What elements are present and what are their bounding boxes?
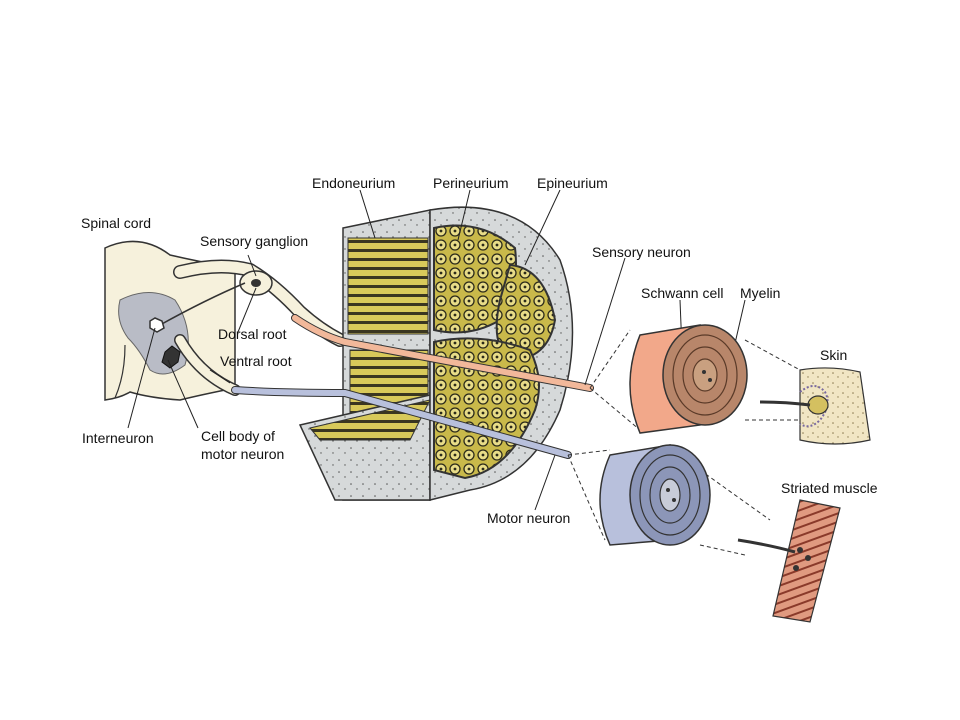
motor-axon: [232, 387, 571, 458]
muscle-fiber: [737, 499, 841, 623]
label-skin: Skin: [820, 347, 848, 363]
label-myelin: Myelin: [740, 285, 781, 301]
label-motor-neuron: Motor neuron: [487, 510, 571, 526]
ventral-root: [174, 334, 241, 396]
interneuron-cell-icon: [149, 317, 165, 333]
dorsal-root: [159, 259, 347, 347]
leader-lines: [127, 189, 746, 511]
label-endoneurium: Endoneurium: [312, 175, 396, 191]
label-cell-body-line2: motor neuron: [201, 446, 285, 462]
label-cell-body-line1: Cell body of: [201, 428, 275, 444]
label-striated-muscle: Striated muscle: [781, 480, 878, 496]
skin-receptor: [759, 367, 871, 445]
label-ventral-root: Ventral root: [220, 353, 292, 369]
label-dorsal-root: Dorsal root: [218, 326, 287, 342]
sensory-axon: [292, 315, 593, 391]
label-sensory-neuron: Sensory neuron: [592, 244, 691, 260]
myelin-sheath-roll-sensory: [629, 324, 748, 434]
motor-neuron-cell-body-icon: [161, 345, 181, 369]
label-perineurium: Perineurium: [433, 175, 509, 191]
projection-lines: [567, 329, 801, 556]
label-spinal-cord: Spinal cord: [81, 215, 152, 231]
ganglion-cell-icon: [251, 279, 261, 287]
label-schwann-cell: Schwann cell: [641, 285, 724, 301]
label-interneuron: Interneuron: [82, 430, 154, 446]
label-sensory-ganglion: Sensory ganglion: [200, 233, 309, 249]
label-epineurium: Epineurium: [537, 175, 608, 191]
myelin-sheath-roll-motor: [599, 444, 711, 546]
